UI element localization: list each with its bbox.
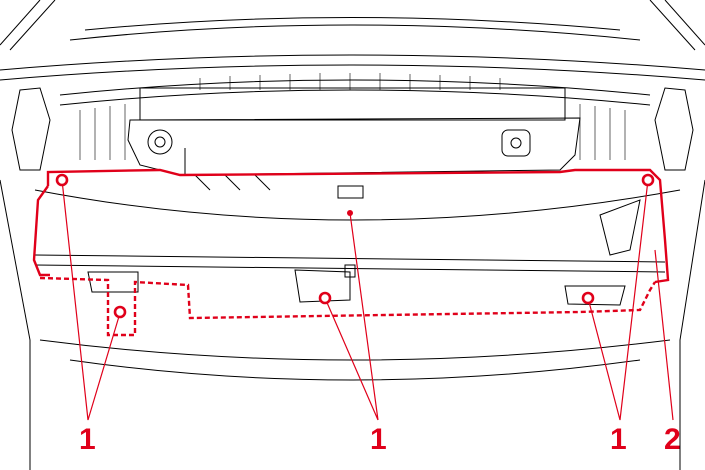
radiator-grille [79, 73, 626, 160]
front-panel [34, 189, 681, 381]
callout-1-center: 1 [370, 423, 387, 456]
screw-icon [641, 173, 655, 187]
bumper-reinforcement-outline[interactable] [32, 168, 670, 337]
side-supports [0, 87, 705, 470]
screw-icon [113, 305, 127, 319]
air-box [127, 87, 581, 199]
screw-hole-icon [347, 210, 353, 216]
screw-icon [318, 291, 332, 305]
mounting-screws [55, 173, 655, 319]
callout-2-panel: 2 [664, 423, 681, 456]
screw-icon [581, 291, 595, 305]
callout-1-right: 1 [610, 423, 627, 456]
leader-lines [61, 179, 674, 421]
screw-icon [55, 173, 69, 187]
callout-1-left: 1 [79, 423, 96, 456]
hood-outline [0, 0, 705, 106]
